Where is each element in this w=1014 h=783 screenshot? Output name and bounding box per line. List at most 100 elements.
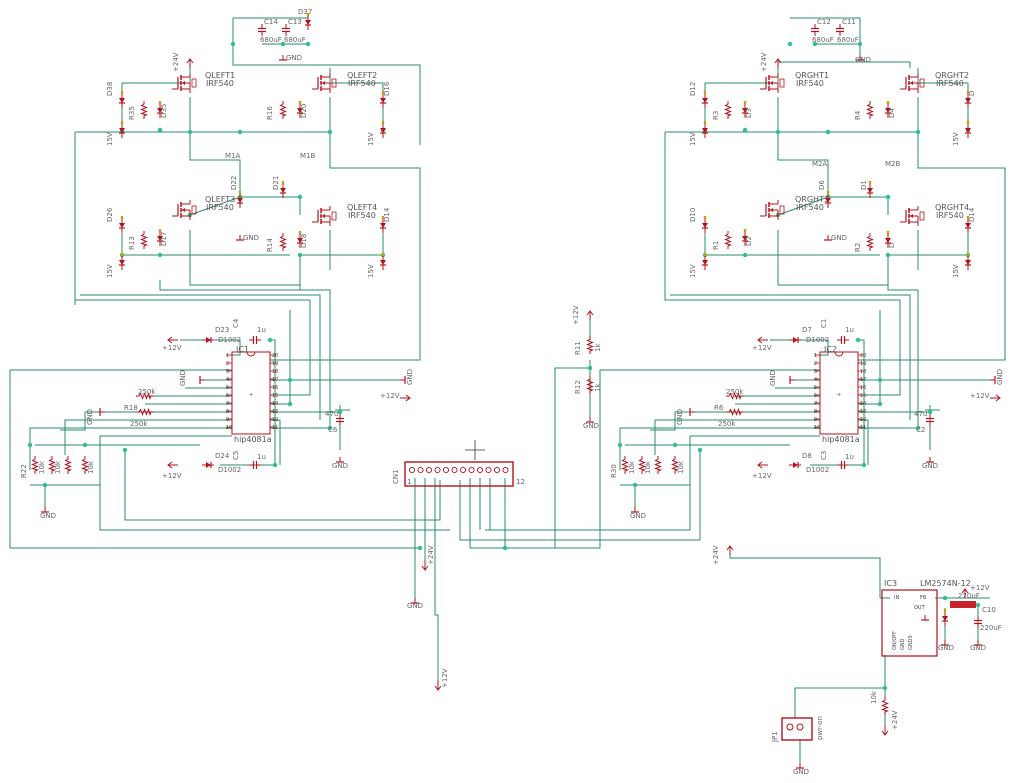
supply-12v[interactable]: +12V bbox=[752, 336, 772, 352]
regulator-ic3[interactable]: IC3 LM2574N-12 IN FB OUT ON/OFF GND GNDS bbox=[881, 579, 971, 657]
ic-ic1-hip4081a[interactable]: IC1 hip4081a + bbox=[231, 345, 272, 444]
diode-d17[interactable]: D17 bbox=[156, 228, 168, 247]
resistor-r6[interactable]: R6 250k bbox=[714, 404, 745, 428]
diode-d22[interactable]: D22 bbox=[230, 176, 244, 209]
gnd-symbol[interactable]: GND bbox=[938, 639, 954, 652]
diode-d8[interactable]: D8 D1002 bbox=[788, 452, 829, 474]
cn1-pin-4[interactable] bbox=[434, 466, 441, 474]
capacitor-c1[interactable]: C1 1u bbox=[820, 319, 854, 345]
diode-d20[interactable]: D20 bbox=[296, 100, 308, 119]
resistor-r2[interactable]: R2 bbox=[854, 232, 873, 252]
resistor-r4[interactable]: R4 bbox=[854, 100, 873, 120]
diode-psu[interactable] bbox=[941, 608, 949, 627]
diode-d9[interactable]: 15V bbox=[689, 252, 709, 278]
resistor-r14[interactable]: R14 bbox=[266, 232, 286, 252]
capacitor-c13[interactable]: C13 680uF bbox=[281, 18, 306, 44]
gnd-symbol[interactable]: GND bbox=[769, 370, 796, 386]
diode-d23[interactable]: D23 D1002 bbox=[201, 326, 241, 344]
gnd-symbol[interactable]: GND bbox=[823, 234, 847, 242]
gnd-symbol[interactable]: GND bbox=[179, 370, 206, 386]
gnd-symbol[interactable] bbox=[920, 614, 930, 621]
gnd-symbol[interactable]: GND bbox=[989, 369, 1004, 385]
resistor-r11[interactable]: R11 1k bbox=[574, 335, 602, 355]
gnd-symbol[interactable]: GND bbox=[583, 416, 599, 430]
diode-d13[interactable]: 15V bbox=[106, 252, 126, 278]
jumper-jp1[interactable]: JP1 pwr-on bbox=[771, 716, 824, 743]
resistor-r1[interactable]: R1 bbox=[712, 230, 731, 250]
supply-24v-pwr[interactable]: +24V bbox=[881, 710, 899, 736]
supply-12v-center[interactable]: +12V bbox=[572, 305, 594, 325]
capacitor-c4[interactable]: C4 1u bbox=[232, 318, 266, 345]
diode-d5[interactable]: D bbox=[884, 230, 896, 249]
mosfet-qrght3[interactable]: QRGHT3 IRF540 bbox=[759, 195, 829, 221]
mosfet-qleft3[interactable]: QLEFT3 IRF540 bbox=[171, 195, 235, 221]
resistor-r13[interactable]: R13 bbox=[128, 230, 147, 250]
diode-d18[interactable]: D18 bbox=[296, 230, 308, 249]
inductor-l1[interactable]: 220uF bbox=[950, 592, 980, 608]
resistor-r12[interactable]: R12 1k bbox=[574, 375, 602, 395]
supply-24v-psu[interactable]: +24V bbox=[712, 545, 734, 565]
ic-ic2-hip4081a[interactable]: IC2 hip4081a + bbox=[819, 345, 860, 444]
cn1-pin-9[interactable] bbox=[476, 466, 484, 474]
gnd-symbol[interactable]: GND bbox=[278, 54, 302, 62]
diode-d19[interactable]: 15V bbox=[106, 120, 126, 146]
capacitor-c5[interactable]: C5 1u bbox=[232, 451, 266, 470]
resistor-r3[interactable]: R3 bbox=[712, 100, 731, 120]
diode-d2[interactable]: D2 bbox=[741, 228, 753, 247]
cn1-pin-7[interactable] bbox=[459, 466, 467, 474]
cn1-pin-12[interactable] bbox=[502, 466, 509, 474]
diode-d38[interactable]: D38 bbox=[106, 82, 126, 109]
diode-d32[interactable]: 15V bbox=[367, 120, 387, 146]
diode-d10[interactable]: D10 bbox=[689, 208, 709, 234]
connector-cn1[interactable]: CN1 1 12 bbox=[392, 461, 525, 487]
diode-d14[interactable]: D14 bbox=[379, 207, 391, 234]
gnd-symbol[interactable]: GND bbox=[793, 762, 809, 776]
supply-12v-cn[interactable]: +12V bbox=[434, 668, 449, 691]
gnd-symbol[interactable]: GND bbox=[40, 506, 56, 520]
cn1-pin-5[interactable] bbox=[442, 466, 450, 474]
mosfet-qleft2[interactable]: QLEFT2 IRF540 bbox=[311, 71, 377, 94]
capacitor-c11[interactable]: C11 680uF bbox=[835, 18, 859, 44]
diode-d12[interactable]: D12 bbox=[689, 82, 709, 109]
cn1-pin-1[interactable] bbox=[408, 466, 416, 474]
cn1-pin-6[interactable] bbox=[451, 466, 458, 474]
resistor-r17[interactable]: R18 250k bbox=[124, 404, 155, 428]
resistor-r5[interactable]: 250k bbox=[725, 388, 745, 399]
gnd-symbol[interactable]: GND bbox=[332, 456, 348, 470]
gnd-symbol[interactable]: GND bbox=[235, 234, 259, 242]
resistor-r18[interactable]: 250k bbox=[135, 388, 156, 399]
diode-d3[interactable]: D3 bbox=[741, 100, 753, 119]
resistor-r22-group[interactable]: R22 10k 10k 10k bbox=[20, 455, 95, 478]
diode-d21[interactable]: D21 bbox=[272, 176, 287, 199]
diode-d36[interactable]: 15V bbox=[367, 252, 387, 278]
cn1-pin-10[interactable] bbox=[485, 466, 492, 474]
supply-24v-right[interactable]: +24V bbox=[760, 52, 782, 72]
supply-12v[interactable]: +12V bbox=[752, 461, 772, 480]
supply-12v[interactable]: +12V bbox=[380, 392, 411, 402]
mosfet-qleft4[interactable]: QLEFT4 IRF540 bbox=[311, 203, 377, 227]
resistor-r30-group[interactable]: R30 10k 10k 10k bbox=[610, 455, 685, 478]
diode-d24[interactable]: D24 D1002 bbox=[201, 452, 241, 474]
gnd-symbol[interactable]: GND bbox=[399, 369, 414, 385]
gnd-symbol[interactable]: GND bbox=[86, 407, 106, 425]
resistor-pwr[interactable]: 10k bbox=[870, 690, 888, 716]
diode-d4[interactable]: D4 bbox=[884, 100, 896, 119]
mosfet-qleft1[interactable]: QLEFT1 IRF540 bbox=[171, 71, 235, 94]
gnd-symbol[interactable]: GND bbox=[970, 639, 986, 652]
capacitor-c10[interactable]: C10 220uF bbox=[973, 606, 1002, 632]
gnd-symbol[interactable]: GND bbox=[922, 456, 938, 470]
supply-12v[interactable]: +12V bbox=[162, 461, 182, 480]
capacitor-c6[interactable]: 47u C6 bbox=[325, 410, 345, 434]
resistor-r35[interactable]: R35 bbox=[128, 100, 147, 120]
diode-d16r[interactable]: D bbox=[964, 90, 976, 109]
diode-d7[interactable]: D7 D1002 bbox=[788, 326, 829, 344]
capacitor-c12[interactable]: C12 680uF bbox=[810, 18, 834, 44]
capacitor-c2[interactable]: 47u C2 bbox=[914, 410, 935, 434]
diode-d16[interactable]: D16 bbox=[379, 81, 391, 109]
mosfet-qrght4[interactable]: QRGHT4 IRF540 bbox=[899, 203, 969, 227]
cn1-pin-8[interactable] bbox=[468, 466, 475, 474]
diode-d35[interactable]: D35 bbox=[156, 100, 168, 119]
gnd-symbol[interactable]: GND bbox=[676, 407, 696, 425]
gnd-symbol[interactable]: GND bbox=[407, 597, 423, 610]
